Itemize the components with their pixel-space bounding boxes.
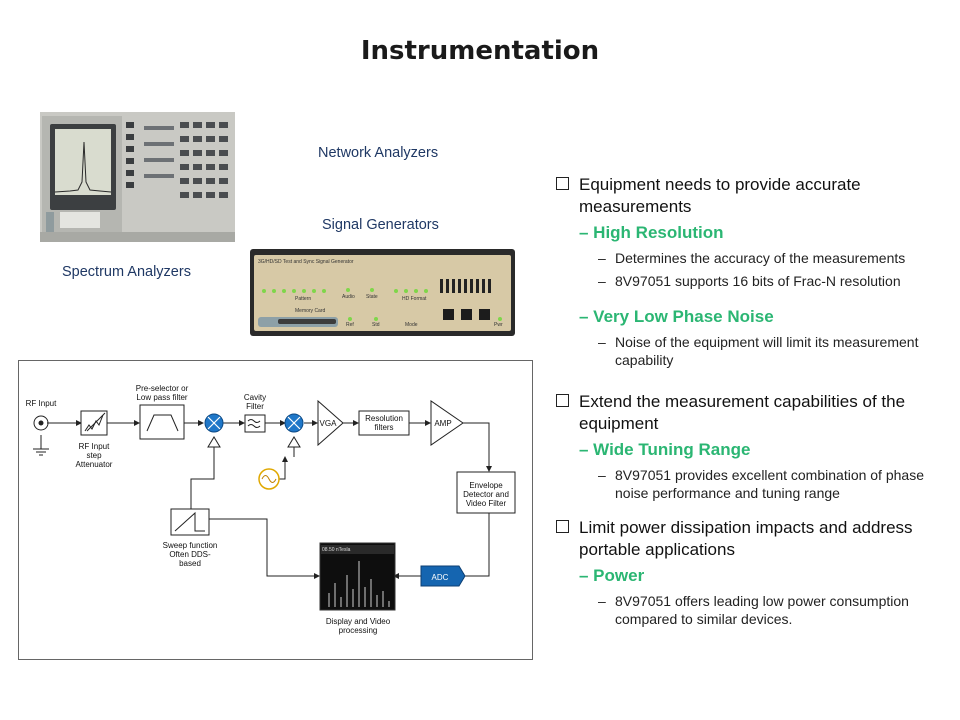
sub-item: –8V97051 offers leading low power consum… — [598, 593, 909, 627]
spectrum-analyzer-block-diagram: RF Input RF Input step Attenuator Pre-se… — [18, 360, 533, 660]
lowpass-filter-icon — [139, 404, 185, 440]
label-sweep: Sweep function Often DDS-based — [162, 541, 218, 568]
sub-heading-tuning-range: – Wide Tuning Range — [579, 440, 751, 459]
bullet-text: Limit power dissipation impacts and addr… — [556, 517, 956, 561]
sub-item: –8V97051 provides excellent combination … — [598, 467, 924, 501]
generator-ref-label: Ref — [346, 322, 354, 328]
signal-generator-photo: 3G/HD/SD Test and Sync Signal Generator … — [250, 249, 515, 336]
mixer-icon — [284, 413, 304, 457]
sub-heading-high-resolution: – High Resolution — [579, 223, 724, 242]
amp-icon — [430, 400, 464, 446]
generator-hd-format-label: HD Format — [402, 296, 427, 302]
bullet-text: Extend the measurement capabilities of t… — [556, 391, 956, 435]
generator-pwr-label: Pwr — [494, 322, 503, 328]
generator-panel-controls — [258, 279, 502, 327]
label-display: Display and Video processing — [325, 617, 391, 635]
label-preselector: Pre-selector or Low pass filter — [135, 384, 189, 402]
display-screen-icon — [319, 542, 396, 611]
label-vga: VGA — [319, 419, 337, 428]
caption-network-analyzers: Network Analyzers — [318, 145, 439, 161]
checkbox-bullet-icon — [556, 177, 569, 190]
label-cavity-filter: Cavity Filter — [243, 393, 267, 411]
label-rf-input: RF Input — [25, 399, 57, 408]
attenuator-icon — [80, 410, 108, 436]
display-readout: 08.50 nTesla — [322, 547, 351, 553]
checkbox-bullet-icon — [556, 394, 569, 407]
sweep-ramp-icon — [170, 508, 210, 536]
label-envelope-detector: Envelope Detector and Video Filter — [463, 481, 509, 508]
sub-item: –Noise of the equipment will limit its m… — [598, 334, 919, 368]
checkbox-bullet-icon — [556, 520, 569, 533]
bullet-text: Equipment needs to provide accurate meas… — [556, 174, 956, 218]
generator-panel-title: 3G/HD/SD Test and Sync Signal Generator — [258, 259, 354, 265]
resolution-filters-box — [358, 410, 410, 436]
sub-item: –8V97051 supports 16 bits of Frac-N reso… — [598, 273, 901, 289]
label-resolution-filters: Resolution filters — [365, 414, 403, 432]
caption-signal-generators: Signal Generators — [322, 217, 439, 233]
bullet-accuracy: Equipment needs to provide accurate meas… — [556, 174, 956, 369]
generator-state-label: State — [366, 294, 378, 300]
diagram-lines — [33, 399, 516, 611]
label-adc: ADC — [431, 573, 449, 582]
sub-item: –Determines the accuracy of the measurem… — [598, 250, 906, 266]
adc-block — [420, 565, 466, 587]
generator-audio-label: Audio — [342, 294, 355, 300]
vga-amplifier-icon — [317, 399, 344, 447]
spectrum-analyzer-photo — [40, 112, 235, 242]
generator-mode-label: Mode — [405, 322, 418, 328]
generator-std-label: Std — [372, 322, 380, 328]
label-attenuator: RF Input step Attenuator — [75, 442, 113, 469]
generator-memory-card-label: Memory Card — [295, 308, 326, 314]
bullet-capability: Extend the measurement capabilities of t… — [556, 391, 956, 502]
label-amp: AMP — [434, 419, 452, 428]
caption-spectrum-analyzers: Spectrum Analyzers — [62, 264, 191, 280]
page-title: Instrumentation — [360, 36, 600, 66]
cavity-filter-icon — [244, 414, 266, 433]
bullet-list: Equipment needs to provide accurate meas… — [556, 174, 956, 628]
bullet-power: Limit power dissipation impacts and addr… — [556, 517, 956, 628]
sub-heading-phase-noise: – Very Low Phase Noise — [579, 307, 774, 326]
sub-heading-power: – Power — [579, 566, 645, 585]
envelope-detector-box — [456, 471, 516, 514]
mixer-icon — [204, 413, 224, 448]
oscillator-icon — [258, 468, 280, 490]
generator-pattern-label: Pattern — [295, 296, 312, 302]
rf-input-connector-icon — [33, 415, 49, 456]
